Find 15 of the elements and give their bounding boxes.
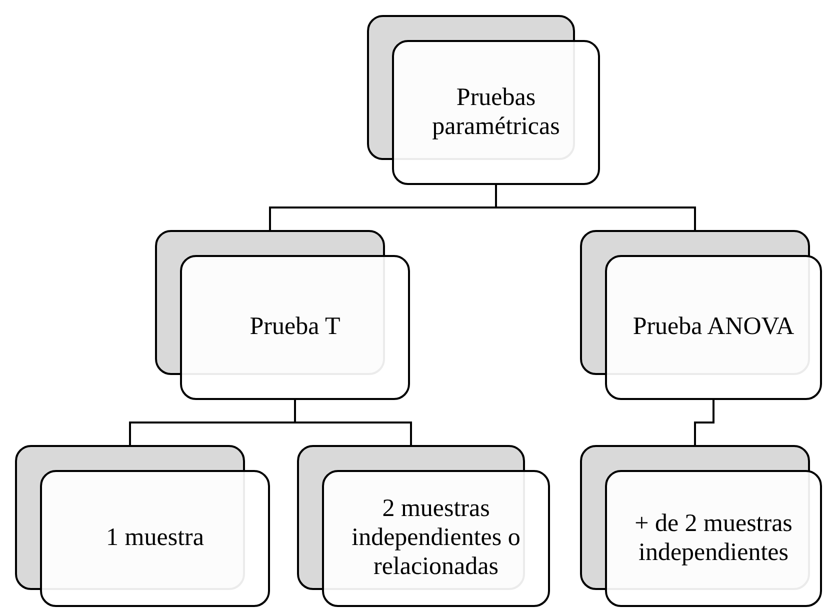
stacked-card [297,445,550,607]
connector-line [294,400,412,445]
card-label: 1 muestra [106,524,204,553]
connector-line [694,400,714,445]
stacked-card [580,445,822,607]
connector-line [495,185,696,230]
stacked-card [580,230,822,400]
card-label: Prueba ANOVA [632,313,794,342]
card-label: Pruebas paramétricas [431,84,561,142]
card-label: 2 muestras independientes o relacionadas [350,495,522,582]
stacked-card [15,445,270,607]
card-label: + de 2 muestras independientes [634,510,794,568]
card-label: Prueba T [250,313,340,342]
stacked-card [155,230,410,400]
stacked-card [367,15,600,185]
